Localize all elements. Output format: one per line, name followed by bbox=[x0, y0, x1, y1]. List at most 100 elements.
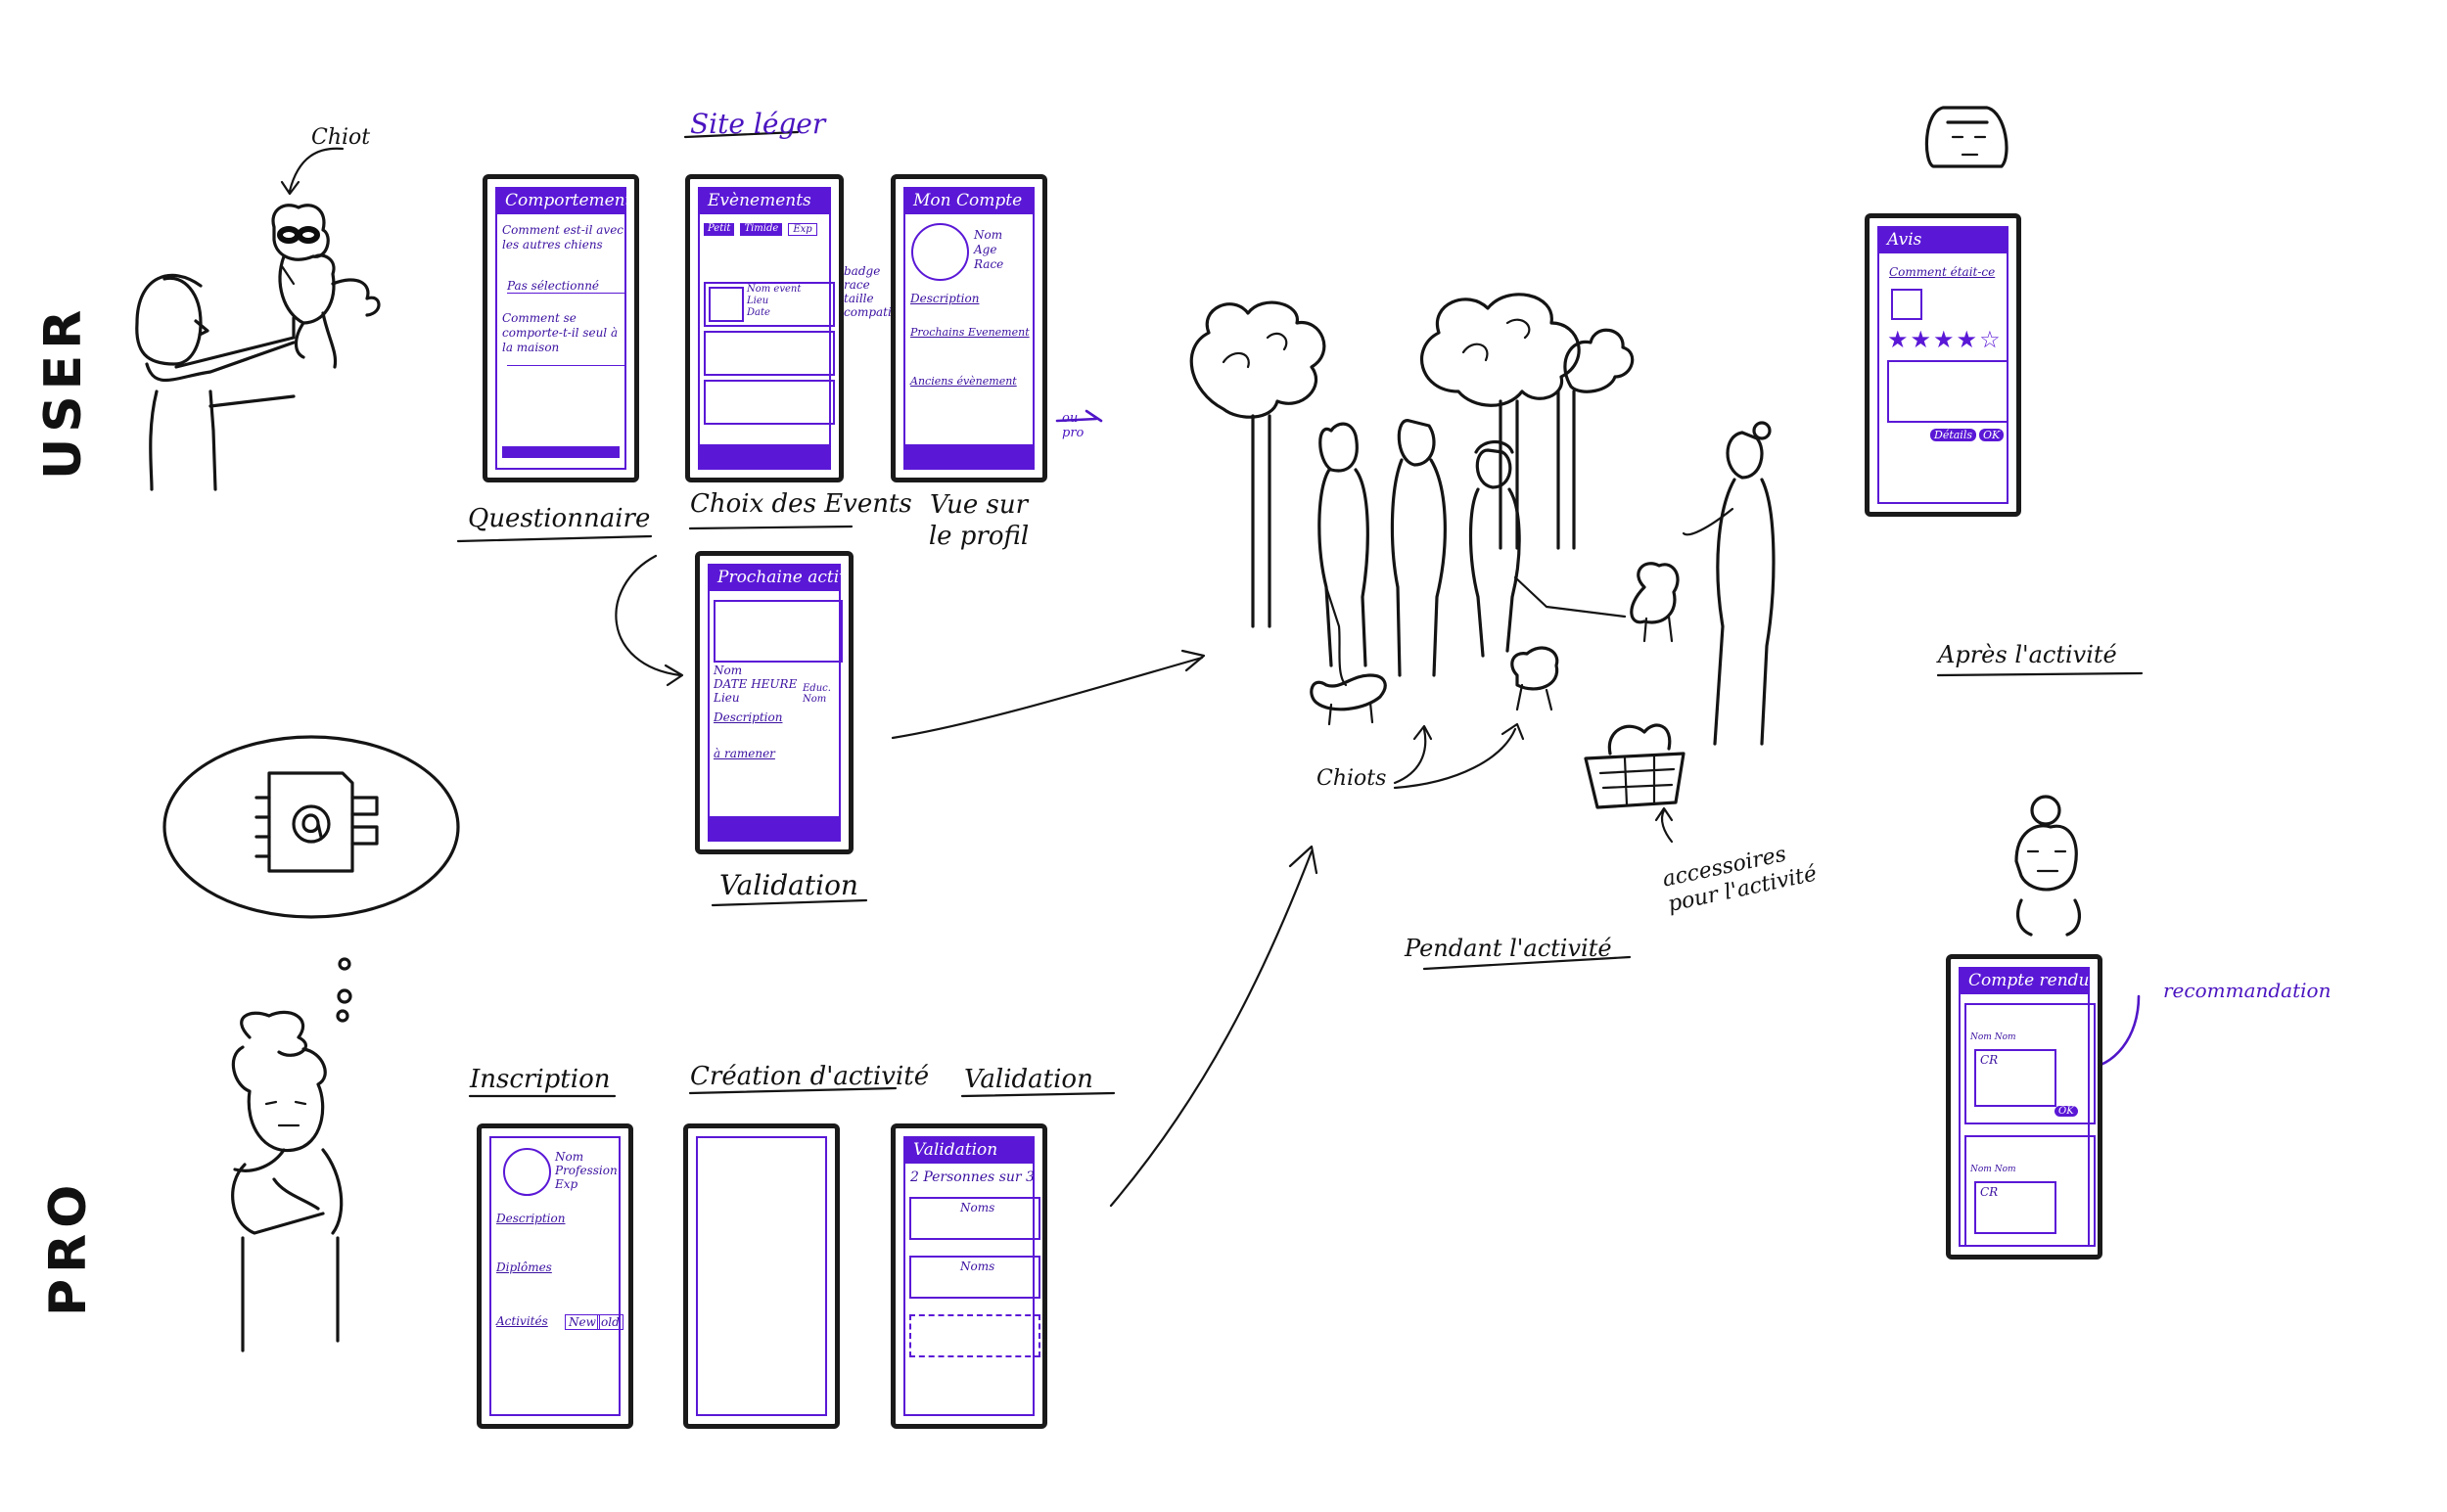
educ-name: Educ. Nom bbox=[803, 683, 842, 705]
screen-title: Validation bbox=[903, 1136, 1035, 1164]
participant-row[interactable]: Noms bbox=[909, 1197, 1040, 1240]
site-leger-label: Site léger bbox=[690, 108, 825, 140]
activity-date: DATE HEURE bbox=[714, 677, 797, 691]
report-names: Nom Nom bbox=[1970, 1032, 2016, 1042]
thought-bubble bbox=[164, 737, 458, 1021]
filter-chip[interactable]: Timide bbox=[740, 223, 782, 236]
image-placeholder bbox=[714, 600, 843, 663]
cr-box[interactable]: CR bbox=[1974, 1181, 2056, 1234]
screen-title: Prochaine activité bbox=[708, 564, 841, 591]
event-name: Nom event bbox=[747, 284, 801, 295]
select-field[interactable] bbox=[507, 365, 624, 366]
screen-creation-activite bbox=[683, 1123, 840, 1429]
chiots-label: Chiots bbox=[1316, 766, 1386, 791]
star-rating[interactable]: ★★★★☆ bbox=[1887, 326, 2003, 353]
bottom-nav[interactable] bbox=[698, 444, 831, 470]
apres-label: Après l'activité bbox=[1938, 641, 2117, 668]
bottom-nav[interactable] bbox=[903, 444, 1035, 470]
image-placeholder bbox=[1891, 289, 1922, 320]
chiot-label: Chiot bbox=[311, 125, 370, 150]
filter-chip[interactable]: Petit bbox=[704, 223, 734, 236]
user-heading: USER bbox=[34, 304, 93, 480]
validation-user-label: Validation bbox=[719, 869, 858, 901]
description-heading: Description bbox=[910, 292, 979, 305]
old-button[interactable]: old bbox=[597, 1314, 623, 1330]
cr-label: CR bbox=[1980, 1053, 1998, 1067]
inscription-label: Inscription bbox=[470, 1065, 610, 1094]
arrow-choix-to-validation bbox=[616, 556, 680, 675]
pendant-label: Pendant l'activité bbox=[1405, 935, 1612, 962]
pro-name: Nom bbox=[555, 1150, 583, 1164]
profile-name: Nom bbox=[974, 228, 1002, 242]
park-scene bbox=[1191, 295, 1774, 842]
compte-rendu-user-face bbox=[2016, 797, 2079, 935]
description-heading: Description bbox=[496, 1212, 565, 1225]
screen-title: Compte rendu bbox=[1959, 967, 2090, 994]
screen-compte-rendu: Compte rendu Nom Nom CR OK Nom Nom CR bbox=[1946, 954, 2102, 1260]
screen-title: Avis bbox=[1877, 226, 2008, 253]
avatar bbox=[503, 1148, 551, 1196]
screen-inscription: Nom Profession Exp Description Diplômes … bbox=[477, 1123, 633, 1429]
validation-pro-label: Validation bbox=[964, 1065, 1093, 1094]
cr-label: CR bbox=[1980, 1185, 1998, 1199]
event-card[interactable] bbox=[704, 380, 835, 425]
progress-bar bbox=[502, 446, 620, 458]
participant-label: Noms bbox=[960, 1260, 994, 1273]
prochains-heading: Prochains Evenement bbox=[910, 326, 1030, 339]
screen-comportement: Comportement Comment est-il avec les aut… bbox=[483, 174, 639, 482]
screen-title: Evènements bbox=[698, 187, 831, 214]
ok-button[interactable]: OK bbox=[1979, 429, 2004, 441]
report-card[interactable]: Nom Nom CR bbox=[1964, 1135, 2096, 1247]
filter-row: Petit Timide Exp bbox=[704, 223, 817, 236]
screen-title: Mon Compte bbox=[903, 187, 1035, 214]
ou-pro-label: ou pro bbox=[1062, 411, 1101, 440]
screen-prochaine-activite: Prochaine activité Nom DATE HEURE Lieu E… bbox=[695, 551, 854, 854]
details-button[interactable]: Détails bbox=[1930, 429, 1976, 441]
activity-place: Lieu bbox=[714, 691, 740, 705]
question-text: Comment est-il avec les autres chiens bbox=[502, 223, 629, 252]
event-place: Lieu bbox=[747, 296, 768, 306]
cr-box[interactable]: CR bbox=[1974, 1049, 2056, 1107]
empty-slot bbox=[909, 1314, 1040, 1357]
ok-button[interactable]: OK bbox=[2055, 1106, 2078, 1117]
anciens-heading: Anciens évènement bbox=[910, 375, 1017, 388]
avis-user-face bbox=[1926, 108, 2007, 166]
pro-exp: Exp bbox=[555, 1177, 577, 1191]
participant-label: Noms bbox=[960, 1201, 994, 1214]
event-card[interactable] bbox=[704, 331, 835, 376]
pro-profession: Profession bbox=[555, 1164, 618, 1177]
pro-heading: PRO bbox=[39, 1179, 98, 1316]
screen-title: Comportement bbox=[495, 187, 626, 214]
filter-chip[interactable]: Exp bbox=[788, 223, 816, 236]
question-text: Comment se comporte-t-il seul à la maiso… bbox=[502, 311, 629, 355]
report-card[interactable]: Nom Nom CR OK bbox=[1964, 1003, 2096, 1124]
event-card[interactable]: Nom event Lieu Date bbox=[704, 282, 835, 327]
choix-events-label: Choix des Events bbox=[690, 489, 912, 519]
select-field[interactable]: Pas sélectionné bbox=[507, 279, 624, 294]
avatar bbox=[911, 223, 969, 281]
new-button[interactable]: New bbox=[565, 1314, 600, 1330]
comment-box[interactable] bbox=[1887, 360, 2008, 423]
recommandation-label: recommandation bbox=[2163, 979, 2331, 1002]
screen-mon-compte: Mon Compte Nom Age Race Description Proc… bbox=[891, 174, 1047, 482]
avis-question: Comment était-ce bbox=[1889, 265, 1995, 279]
attendance-count: 2 Personnes sur 3 bbox=[910, 1169, 1035, 1185]
arrow-pro-to-activity bbox=[1111, 851, 1312, 1206]
participant-row[interactable]: Noms bbox=[909, 1256, 1040, 1299]
vue-profil-label: Vue sur le profil bbox=[915, 489, 1042, 552]
event-date: Date bbox=[747, 307, 770, 318]
activity-name: Nom bbox=[714, 664, 742, 677]
screen-validation-pro: Validation 2 Personnes sur 3 Noms Noms bbox=[891, 1123, 1047, 1429]
screen-evenements: Evènements Petit Timide Exp Nom event Li… bbox=[685, 174, 844, 482]
bottom-nav[interactable] bbox=[708, 816, 841, 842]
description-heading: Description bbox=[714, 710, 782, 724]
report-names: Nom Nom bbox=[1970, 1165, 2016, 1174]
user-woman-figure bbox=[137, 275, 294, 489]
profile-race: Race bbox=[974, 257, 1003, 271]
screen-avis: Avis Comment était-ce ★★★★☆ Détails OK bbox=[1865, 213, 2021, 517]
profile-age: Age bbox=[974, 243, 996, 256]
creation-activite-label: Création d'activité bbox=[690, 1062, 929, 1091]
pro-thinking-figure bbox=[233, 1012, 342, 1351]
